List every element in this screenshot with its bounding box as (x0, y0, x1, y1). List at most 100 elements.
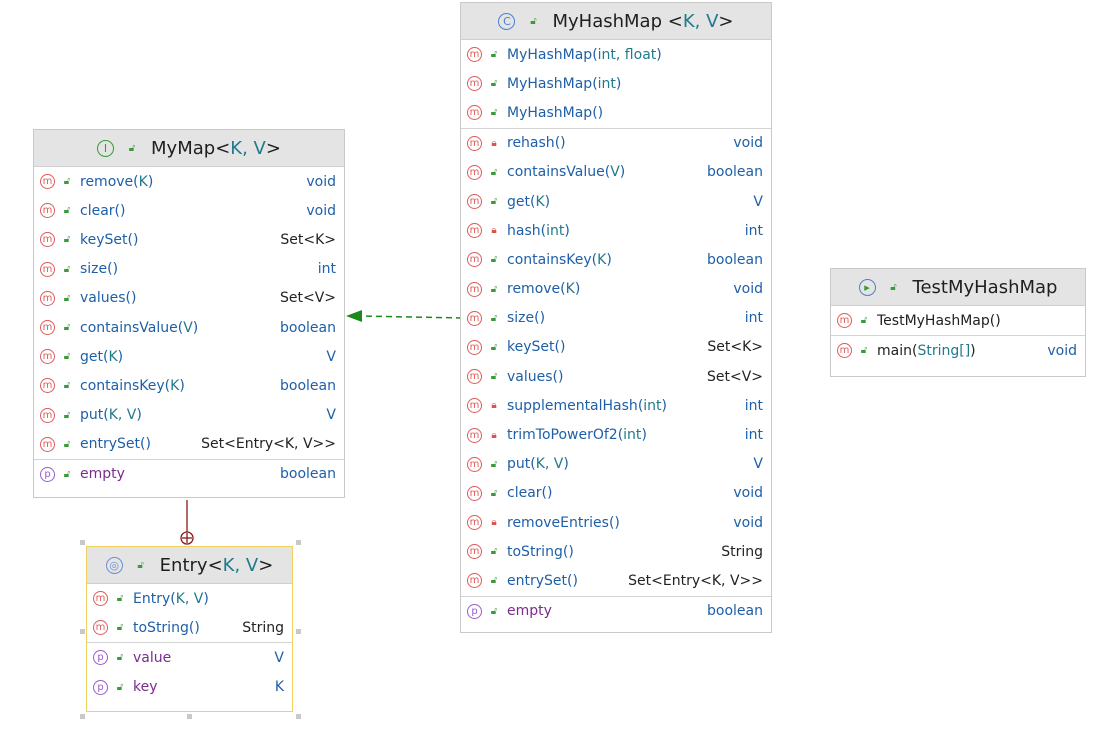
method-row[interactable]: m🔒︎supplementalHash(int)int (461, 391, 771, 420)
paren-close: ) (558, 368, 564, 385)
method-badge-icon: m (467, 252, 482, 268)
method-row[interactable]: m🔓︎MyHashMap() (461, 98, 771, 127)
method-row[interactable]: m🔓︎put(K, V)V (461, 450, 771, 479)
testmyhashmap-class-box[interactable]: ▸ 🔓︎ TestMyHashMap m🔓︎TestMyHashMap()m🔓︎… (830, 268, 1086, 377)
method-args: int, float (597, 46, 657, 63)
method-badge-icon: m (467, 105, 482, 121)
public-lock-icon: 🔓︎ (63, 351, 71, 363)
method-name-text: size (80, 261, 108, 278)
method-name: MyHashMap() (507, 105, 603, 121)
property-type: boolean (707, 603, 763, 620)
method-badge-icon: m (40, 320, 55, 336)
mymap-property-empty[interactable]: p 🔓︎ empty boolean (34, 458, 344, 489)
method-row[interactable]: m🔓︎size()int (34, 255, 344, 284)
method-badge-icon: m (40, 378, 55, 394)
method-args: int (623, 427, 642, 444)
method-name: put(K, V) (507, 456, 569, 472)
selection-handle[interactable] (80, 540, 85, 545)
method-row[interactable]: m🔓︎size()int (461, 304, 771, 333)
public-lock-icon: 🔓︎ (63, 322, 71, 334)
method-row[interactable]: m🔓︎get(K)V (461, 187, 771, 216)
method-name: entrySet() (507, 573, 578, 589)
method-row[interactable]: m🔓︎put(K, V)V (34, 401, 344, 430)
selection-handle[interactable] (80, 629, 85, 634)
method-badge-icon: m (467, 544, 482, 560)
public-lock-icon: 🔓︎ (530, 15, 537, 27)
method-row[interactable]: m🔓︎containsKey(K)boolean (34, 371, 344, 400)
method-row[interactable]: m🔓︎keySet()Set<K> (34, 225, 344, 254)
private-lock-icon: 🔒︎ (491, 429, 497, 441)
method-name: keySet() (507, 339, 565, 355)
method-row[interactable]: m🔒︎hash(int)int (461, 216, 771, 245)
return-type: int (317, 261, 336, 278)
method-row[interactable]: m🔓︎MyHashMap(int) (461, 69, 771, 98)
method-row[interactable]: m🔒︎rehash()void (461, 129, 771, 158)
paren-open: ( (592, 75, 598, 92)
selection-handle[interactable] (296, 714, 301, 719)
private-lock-icon: 🔒︎ (491, 137, 497, 149)
method-row[interactable]: m🔓︎toString()String (461, 537, 771, 566)
method-row[interactable]: m🔓︎remove(K)void (461, 275, 771, 304)
method-args: V (183, 319, 193, 336)
myhashmap-class-box[interactable]: C 🔓︎ MyHashMap <K, V> m🔓︎MyHashMap(int, … (460, 2, 772, 633)
method-badge-icon: m (837, 343, 852, 359)
method-args: K (138, 173, 148, 190)
entry-header[interactable]: ◎ 🔓︎ Entry<K, V> (87, 547, 292, 584)
method-row[interactable]: m🔓︎MyHashMap(int, float) (461, 40, 771, 69)
method-row[interactable]: m🔓︎keySet()Set<K> (461, 333, 771, 362)
mymap-header[interactable]: I 🔓︎ MyMap<K, V> (34, 130, 344, 167)
method-name-text: clear (80, 202, 115, 219)
method-badge-icon: m (40, 290, 55, 306)
method-row[interactable]: m🔓︎values()Set<V> (34, 284, 344, 313)
testmyhashmap-header[interactable]: ▸ 🔓︎ TestMyHashMap (831, 269, 1085, 306)
paren-open: ( (534, 310, 540, 327)
method-row[interactable]: m🔓︎entrySet()Set<Entry<K, V>> (34, 430, 344, 459)
return-type: int (744, 427, 763, 444)
method-row[interactable]: m🔓︎clear()void (461, 479, 771, 508)
selection-handle[interactable] (187, 714, 192, 719)
method-row[interactable]: m🔓︎clear()void (34, 196, 344, 225)
method-row[interactable]: m🔒︎trimToPowerOf2(int)int (461, 420, 771, 449)
selection-handle[interactable] (80, 714, 85, 719)
method-row[interactable]: m🔓︎containsKey(K)boolean (461, 245, 771, 274)
paren-open: ( (530, 193, 536, 210)
method-row[interactable]: m🔓︎containsValue(V)boolean (34, 313, 344, 342)
method-row[interactable]: m🔓︎main(String[])void (831, 335, 1085, 365)
myhashmap-property-empty[interactable]: p 🔓︎ empty boolean (461, 595, 771, 626)
method-row[interactable]: m🔓︎remove(K)void (34, 167, 344, 196)
method-name: MyHashMap(int, float) (507, 47, 662, 63)
method-row[interactable]: m🔓︎Entry(K, V) (87, 584, 292, 613)
method-row[interactable]: m🔓︎entrySet()Set<Entry<K, V>> (461, 566, 771, 595)
method-args: int (597, 75, 616, 92)
selection-handle[interactable] (296, 629, 301, 634)
paren-close: ) (564, 222, 570, 239)
paren-close: ) (112, 261, 119, 278)
public-lock-icon: 🔓︎ (63, 409, 71, 421)
paren-open: ( (541, 485, 548, 502)
selection-handle[interactable] (296, 540, 301, 545)
method-name-text: value (133, 649, 172, 666)
myhashmap-header[interactable]: C 🔓︎ MyHashMap <K, V> (461, 3, 771, 40)
paren-open: ( (552, 368, 559, 385)
method-row[interactable]: m🔓︎containsValue(V)boolean (461, 158, 771, 187)
method-row[interactable]: m🔓︎values()Set<V> (461, 362, 771, 391)
entry-class-box[interactable]: ◎ 🔓︎ Entry<K, V> m🔓︎Entry(K, V)m🔓︎toStri… (86, 546, 293, 712)
paren-close: ) (568, 543, 574, 560)
paren-open: ( (554, 135, 561, 152)
method-row[interactable]: m🔓︎TestMyHashMap() (831, 306, 1085, 335)
method-row[interactable]: m🔓︎toString()String (87, 613, 292, 642)
return-type: Set<K> (707, 339, 763, 356)
method-args: K (565, 281, 575, 298)
property-name: empty (80, 466, 125, 483)
method-name: trimToPowerOf2(int) (507, 427, 647, 443)
method-args: int (546, 222, 565, 239)
method-row[interactable]: m🔓︎get(K)V (34, 342, 344, 371)
myhashmap-constructors-list: m🔓︎MyHashMap(int, float)m🔓︎MyHashMap(int… (461, 40, 771, 128)
paren-open: ( (170, 590, 176, 607)
method-row[interactable]: m🔒︎removeEntries()void (461, 508, 771, 537)
private-lock-icon: 🔒︎ (491, 400, 497, 412)
